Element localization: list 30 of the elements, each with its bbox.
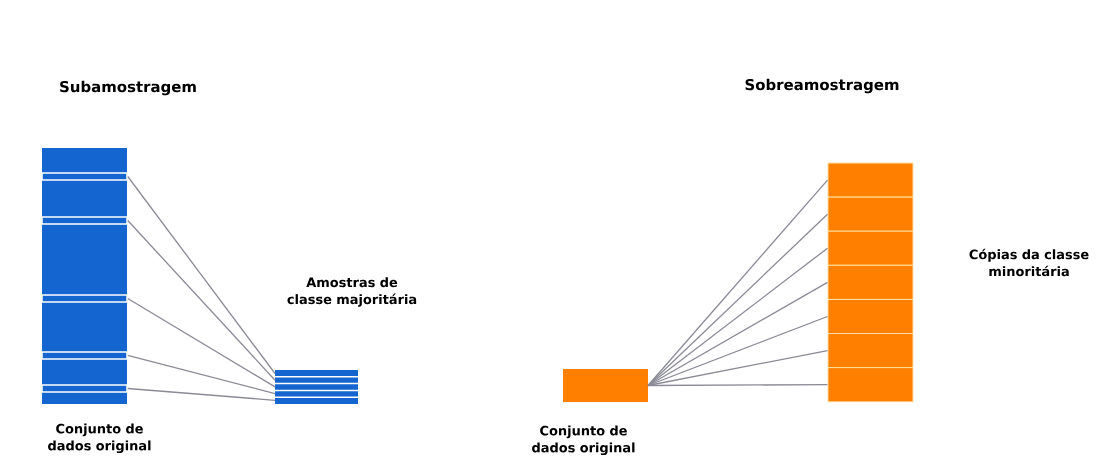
node-label: Cópias da classe minoritária (969, 248, 1089, 277)
sample-row (41, 216, 128, 225)
copy-row (827, 230, 914, 266)
sample-row (41, 172, 128, 181)
sample-row (41, 294, 128, 303)
connector-line (647, 213, 829, 387)
copy-row (827, 333, 914, 369)
connector-line (127, 354, 276, 395)
connector-line (647, 281, 829, 387)
copy-row (827, 162, 914, 198)
sample-stack (274, 370, 359, 404)
copy-row (827, 196, 914, 232)
stack-caption: Amostras de classe majoritária (287, 277, 417, 307)
connector-line (127, 175, 276, 375)
copy-row (827, 298, 914, 335)
node-label: Conjunto de dados original (48, 423, 151, 454)
connector-line (647, 349, 829, 387)
connector-line (127, 297, 276, 388)
sample-row (41, 384, 128, 393)
connector-line (647, 315, 829, 387)
connector-line (127, 219, 276, 381)
data-block: Conjunto de dados original (532, 369, 648, 456)
connector-line (127, 387, 276, 401)
copy-row (827, 264, 914, 300)
sample-row (41, 351, 128, 360)
section-title: Subamostragem (60, 80, 196, 96)
connector-line (647, 384, 829, 387)
node-label: Conjunto de dados original (532, 425, 635, 456)
copy-row (827, 367, 914, 403)
section-title: Sobreamostragem (745, 78, 899, 94)
